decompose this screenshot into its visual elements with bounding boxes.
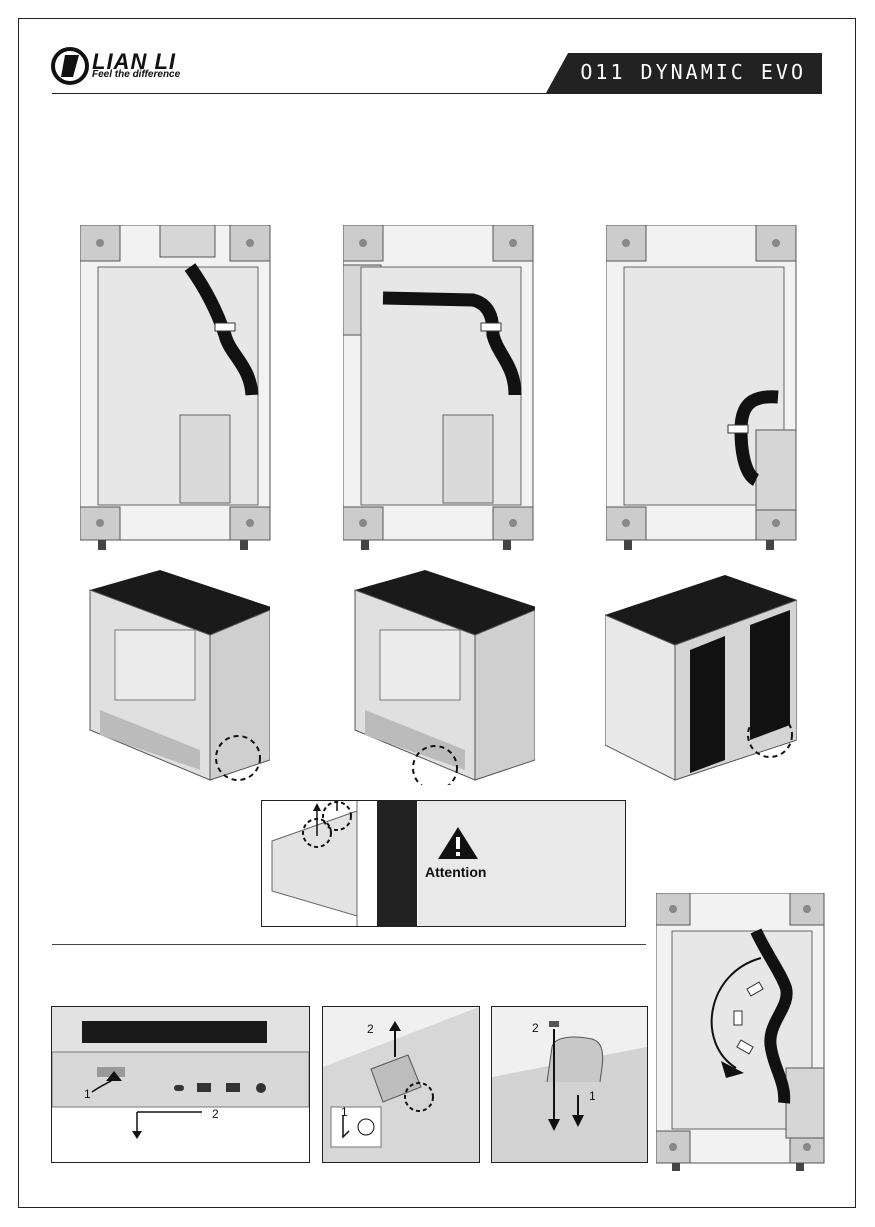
step-b-number-2: 2: [367, 1022, 374, 1036]
model-name: O11 DYNAMIC EVO: [580, 60, 806, 84]
step-panel-c: 2 1: [491, 1006, 648, 1163]
io-panel-image: [52, 1007, 309, 1162]
rear-view-3: [606, 225, 798, 553]
bracket-install-image: [492, 1007, 647, 1162]
step-panel-b: 2 1: [322, 1006, 480, 1163]
attention-detail-image: [262, 801, 419, 926]
case-3d-view-3: [605, 570, 797, 785]
model-banner: O11 DYNAMIC EVO: [546, 53, 822, 93]
bracket-removal-image: [323, 1007, 479, 1162]
step-a-number-1: 1: [84, 1087, 91, 1101]
case-3d-view-2: [345, 570, 535, 785]
step-b-number-1: 1: [341, 1105, 348, 1119]
step-panel-a: 1 2: [51, 1006, 310, 1163]
warning-icon: [436, 825, 480, 861]
step-c-number-2: 2: [532, 1021, 539, 1035]
step-a-number-2: 2: [212, 1107, 219, 1121]
rear-view-1: [80, 225, 272, 553]
step-c-number-1: 1: [589, 1089, 596, 1103]
header-divider: [52, 93, 822, 94]
rear-view-rotation: [656, 893, 826, 1171]
case-3d-view-1: [80, 570, 270, 785]
brand-tagline: Feel the difference: [92, 69, 180, 80]
rear-view-2: [343, 225, 535, 553]
section-divider: [52, 944, 646, 945]
attention-label: Attention: [425, 864, 486, 880]
